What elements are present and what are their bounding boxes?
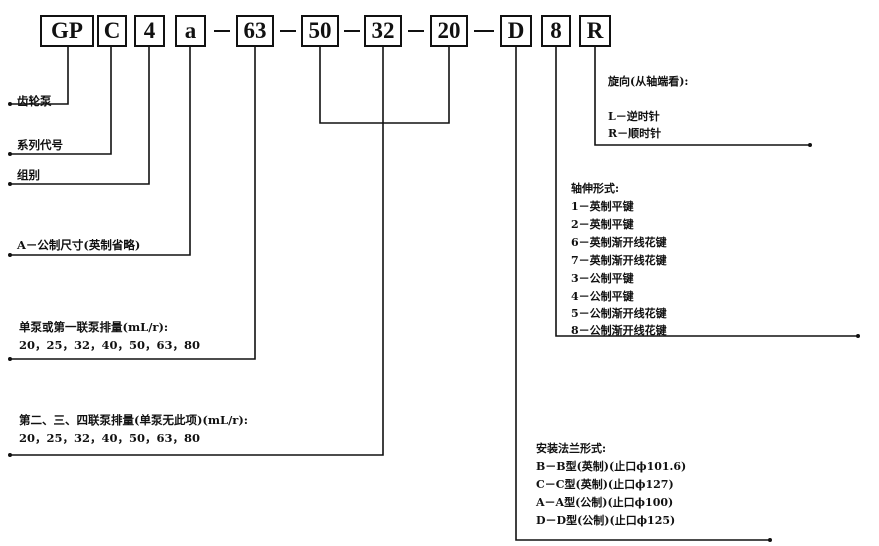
shaft-option: 2－英制平键: [571, 218, 634, 231]
group-label: 组别: [17, 168, 40, 182]
other-displacement-title: 第二、三、四联泵排量(单泵无此项)(mL/r):: [19, 413, 249, 427]
endpoint-dot: [8, 152, 12, 156]
leader-line-a: [10, 47, 191, 256]
leader-line-63: [10, 47, 256, 360]
flange-option: B－B型(英制)(止口ϕ101.6): [536, 460, 687, 473]
shaft-option: 8－公制渐开线花键: [571, 324, 667, 337]
leader-line-4: [10, 47, 150, 185]
endpoint-dot: [8, 102, 12, 106]
rotation-title: 旋向(从轴端看):: [608, 75, 689, 88]
leader-line-r: [594, 47, 810, 146]
endpoint-dot: [8, 453, 12, 457]
code-box-63: 63: [236, 15, 274, 47]
first-displacement-title: 单泵或第一联泵排量(mL/r):: [19, 320, 169, 334]
code-box-50: 50: [301, 15, 339, 47]
code-box-d: D: [500, 15, 532, 47]
endpoint-dot: [8, 357, 12, 361]
leader-line-32: [10, 47, 384, 456]
leader-line-8: [555, 47, 858, 337]
code-box-c: C: [97, 15, 127, 47]
separator-dash: [280, 30, 296, 32]
endpoint-dot: [8, 182, 12, 186]
leader-line-d: [515, 47, 770, 541]
dimension-label: A－公制尺寸(英制省略): [17, 238, 141, 252]
gear-pump-label: 齿轮泵: [17, 94, 52, 108]
other-displacement-values: 20，25，32，40，50，63，80: [19, 431, 201, 445]
flange-option: D－D型(公制)(止口ϕ125): [536, 514, 676, 527]
shaft-option: 1－英制平键: [571, 200, 634, 213]
shaft-option: 3－公制平键: [571, 272, 634, 285]
rotation-option: R－顺时针: [608, 127, 662, 140]
flange-option: C－C型(英制)(止口ϕ127): [536, 478, 674, 491]
endpoint-dot: [8, 253, 12, 257]
rotation-option: L－逆时针: [608, 110, 660, 123]
series-code-label: 系列代号: [17, 138, 63, 152]
leader-line-c: [10, 47, 112, 155]
separator-dash: [474, 30, 494, 32]
endpoint-dot: [768, 538, 772, 542]
first-displacement-values: 20，25，32，40，50，63，80: [19, 338, 201, 352]
code-box-4: 4: [134, 15, 165, 47]
endpoint-dot: [808, 143, 812, 147]
separator-dash: [214, 30, 230, 32]
shaft-option: 6－英制渐开线花键: [571, 236, 667, 249]
code-box-8: 8: [541, 15, 571, 47]
separator-dash: [344, 30, 360, 32]
flange-option: A－A型(公制)(止口ϕ100): [536, 496, 674, 509]
separator-dash: [408, 30, 424, 32]
code-box-20: 20: [430, 15, 468, 47]
leader-bracket: [319, 47, 450, 124]
endpoint-dot: [856, 334, 860, 338]
leader-line-gp: [10, 47, 69, 105]
shaft-option: 7－英制渐开线花键: [571, 254, 667, 267]
flange-title: 安装法兰形式:: [536, 442, 607, 455]
code-box-a: a: [175, 15, 206, 47]
shaft-title: 轴伸形式:: [571, 182, 620, 195]
code-box-r: R: [579, 15, 611, 47]
shaft-option: 5－公制渐开线花键: [571, 307, 667, 320]
code-box-32: 32: [364, 15, 402, 47]
shaft-option: 4－公制平键: [571, 290, 634, 303]
code-box-gp: GP: [40, 15, 94, 47]
